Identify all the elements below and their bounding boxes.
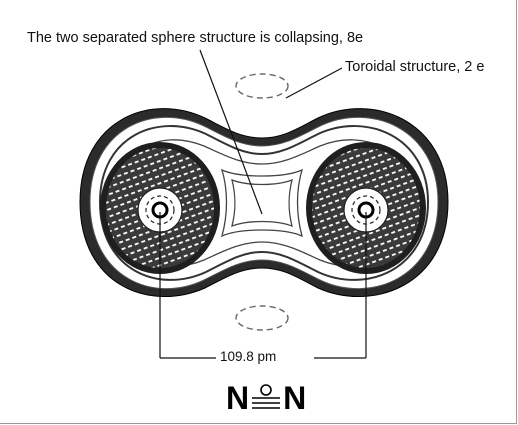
formula-left-atom: N	[226, 380, 249, 417]
toroid-leader-line	[286, 68, 342, 98]
sphere-structure-label: The two separated sphere structure is co…	[27, 30, 363, 46]
triple-bond-icon	[249, 378, 283, 418]
toroidal-structure-label: Toroidal structure, 2 e	[345, 59, 484, 75]
bond-distance-label: 109.8 pm	[216, 349, 280, 364]
n2-formula: N N	[226, 378, 306, 418]
formula-right-atom: N	[283, 380, 306, 417]
